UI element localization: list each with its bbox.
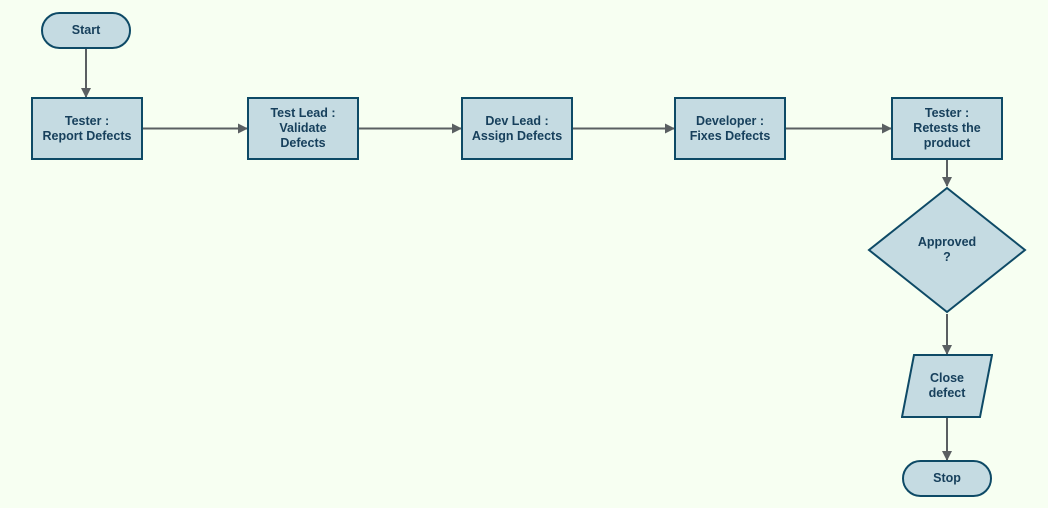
fixes-defects-label: Developer : Fixes Defects — [689, 113, 771, 143]
retests-product-process: Tester : Retests the product — [891, 97, 1003, 160]
approved-decision: Approved ? — [867, 186, 1027, 314]
start-label: Start — [71, 23, 101, 37]
close-defect-label: Close defect — [928, 371, 966, 400]
decision-diamond-shape — [867, 186, 1027, 314]
approved-label: Approved ? — [917, 235, 977, 264]
assign-defects-process: Dev Lead : Assign Defects — [461, 97, 573, 160]
stop-terminator: Stop — [902, 460, 992, 497]
validate-defects-label: Test Lead : Validate Defects — [270, 106, 336, 150]
close-defect-data: Close defect — [901, 354, 993, 418]
parallelogram-shape — [901, 354, 993, 418]
report-defects-label: Tester : Report Defects — [42, 113, 132, 143]
assign-defects-label: Dev Lead : Assign Defects — [471, 113, 563, 143]
validate-defects-process: Test Lead : Validate Defects — [247, 97, 359, 160]
report-defects-process: Tester : Report Defects — [31, 97, 143, 160]
fixes-defects-process: Developer : Fixes Defects — [674, 97, 786, 160]
retests-product-label: Tester : Retests the product — [913, 106, 981, 150]
stop-label: Stop — [933, 471, 961, 485]
start-terminator: Start — [41, 12, 131, 49]
